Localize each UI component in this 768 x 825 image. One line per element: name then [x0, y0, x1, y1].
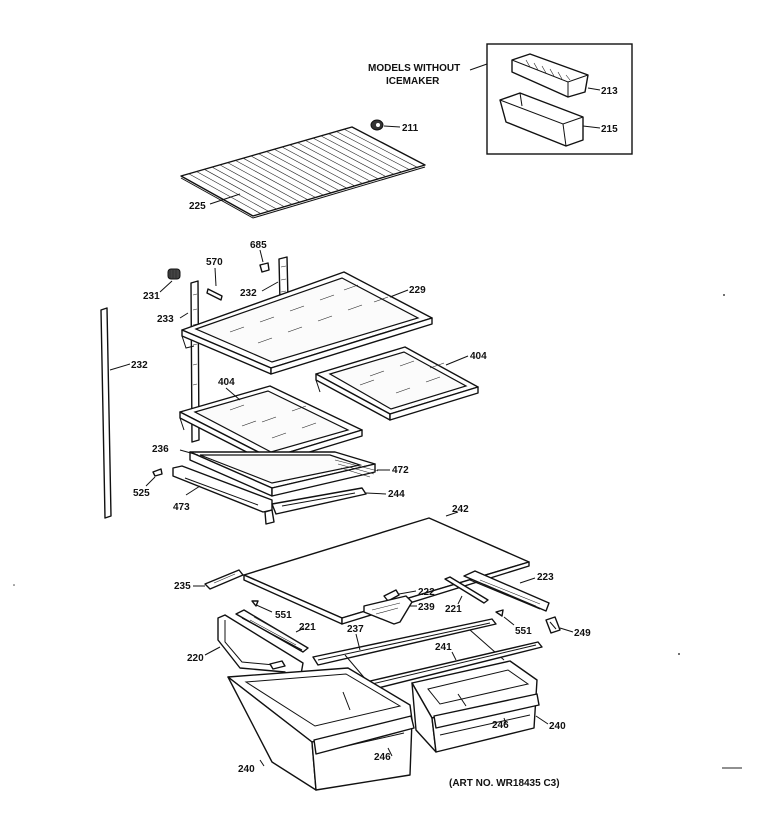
support-235-part	[193, 569, 244, 590]
label-246-left: 246	[374, 752, 391, 763]
wire-rod	[243, 157, 316, 198]
screw-570-part	[206, 267, 223, 301]
support-rail-223-part	[463, 570, 550, 612]
label-223: 223	[537, 572, 554, 583]
scan-marks	[13, 294, 742, 769]
label-239: 239	[418, 602, 435, 613]
wire-rod	[258, 153, 332, 194]
label-244: 244	[388, 489, 405, 500]
label-246-right: 246	[492, 720, 509, 731]
label-551-right: 551	[515, 626, 532, 637]
wire-shelf-part	[180, 126, 426, 219]
glass-shelf-404-left-part	[179, 385, 363, 465]
wire-rod	[227, 162, 301, 203]
ice-bin-part	[499, 92, 601, 147]
spring-231-part	[159, 268, 181, 293]
meat-pan-assembly-part	[172, 449, 390, 525]
label-221-right: 221	[445, 604, 462, 615]
label-525: 525	[133, 488, 150, 499]
label-221-left: 221	[299, 622, 316, 633]
label-220: 220	[187, 653, 204, 664]
wire-rod	[250, 155, 324, 196]
label-551-left: 551	[275, 610, 292, 621]
wire-rod	[266, 151, 340, 191]
ice-tray-part	[511, 53, 601, 98]
screw-525-part	[145, 468, 163, 487]
wire-rod	[289, 144, 363, 184]
inset-note-line1: MODELS WITHOUT	[368, 63, 460, 74]
label-232-center: 232	[240, 288, 257, 299]
wire-rod	[188, 173, 261, 214]
label-473: 473	[173, 502, 190, 513]
wire-rod	[204, 169, 277, 210]
label-222: 222	[418, 587, 435, 598]
label-213: 213	[601, 86, 618, 97]
wire-rod	[328, 133, 402, 173]
label-215: 215	[601, 124, 618, 135]
label-235: 235	[174, 581, 191, 592]
wire-rod	[320, 135, 394, 175]
knob-part	[370, 119, 401, 131]
label-233: 233	[157, 314, 174, 325]
label-242: 242	[452, 504, 469, 515]
left-rail-part	[100, 307, 131, 519]
label-231: 231	[143, 291, 160, 302]
wire-rod	[196, 171, 269, 212]
label-249: 249	[574, 628, 591, 639]
label-570: 570	[206, 257, 223, 268]
wire-rod	[305, 140, 379, 180]
support-221-right-part	[444, 576, 489, 605]
support-221-left-part	[235, 609, 309, 653]
wire-rod	[235, 160, 308, 201]
wire-rod	[281, 146, 355, 187]
label-685: 685	[250, 240, 267, 251]
glass-shelf-404-right-part	[315, 346, 479, 421]
center-support-part	[363, 589, 417, 625]
crisper-drawer-right-part	[411, 660, 549, 753]
wire-rod	[211, 166, 285, 207]
label-211: 211	[402, 123, 419, 134]
wire-rod	[336, 131, 410, 170]
art-number: (ART NO. WR18435 C3)	[449, 778, 560, 789]
label-236: 236	[152, 444, 169, 455]
label-472: 472	[392, 465, 409, 476]
label-229: 229	[409, 285, 426, 296]
label-404-right: 404	[470, 351, 487, 362]
label-237: 237	[347, 624, 364, 635]
label-240-left: 240	[238, 764, 255, 775]
wire-rod	[297, 142, 371, 182]
clip-249-part	[545, 616, 574, 634]
label-404-left: 404	[218, 377, 235, 388]
label-240-right: 240	[549, 721, 566, 732]
inset-note-line2: ICEMAKER	[386, 76, 440, 87]
label-225: 225	[189, 201, 206, 212]
clip-551-part	[251, 600, 515, 626]
label-241: 241	[435, 642, 452, 653]
inset-models-without-icemaker: MODELS WITHOUT ICEMAKER	[368, 43, 633, 155]
ladder-supports-part	[179, 256, 289, 443]
glass-shelf-229-part	[181, 271, 433, 375]
wire-rod	[344, 128, 418, 168]
crisper-drawer-left-part	[227, 667, 415, 791]
screw-685-part	[259, 249, 270, 273]
wire-rod	[312, 137, 387, 177]
wire-rod	[219, 164, 293, 205]
label-232-left: 232	[131, 360, 148, 371]
wire-rod	[274, 149, 347, 189]
